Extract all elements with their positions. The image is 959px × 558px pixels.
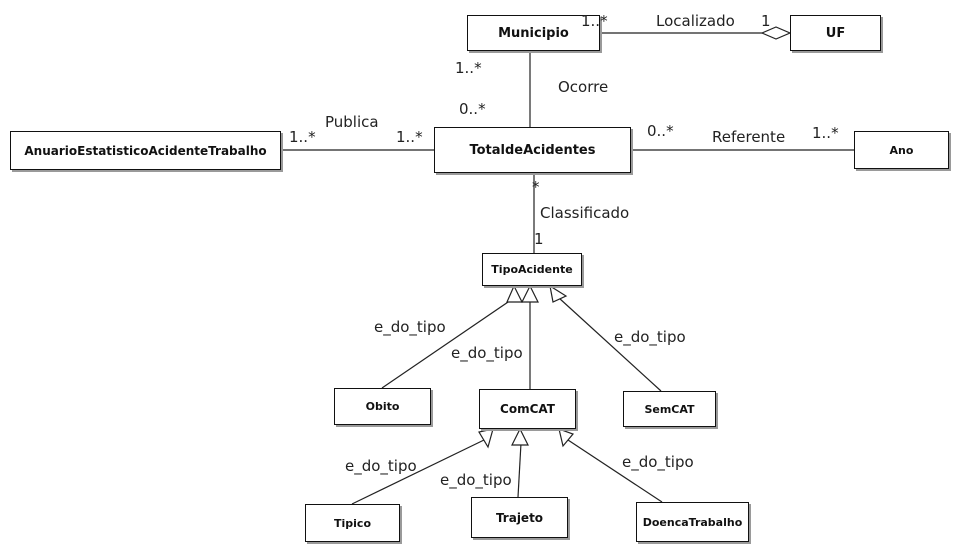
class-tipoacidente[interactable]: TipoAcidente bbox=[482, 253, 582, 286]
class-totaldeacidentes[interactable]: TotaldeAcidentes bbox=[434, 127, 631, 173]
generalization-line-doencatrabalho bbox=[567, 439, 663, 503]
class-doencatrabalho[interactable]: DoencaTrabalho bbox=[636, 502, 749, 542]
generalization-line-obito bbox=[381, 297, 515, 389]
class-anuarioestatisticoacidentetrabalho[interactable]: AnuarioEstatisticoAcidenteTrabalho bbox=[10, 131, 281, 170]
generalization-label: e_do_tipo bbox=[451, 344, 523, 362]
generalization-line-tipico bbox=[351, 439, 485, 505]
class-trajeto[interactable]: Trajeto bbox=[471, 497, 568, 538]
multiplicity-label: 1..* bbox=[455, 59, 482, 77]
multiplicity-label: 1..* bbox=[812, 124, 839, 142]
multiplicity-label: 1..* bbox=[396, 128, 423, 146]
multiplicity-label: * bbox=[532, 178, 540, 196]
association-name-label: Classificado bbox=[540, 204, 630, 222]
class-comcat[interactable]: ComCAT bbox=[479, 389, 576, 429]
generalization-line-semcat bbox=[558, 297, 662, 392]
association-name-label: Referente bbox=[712, 128, 786, 146]
inheritance-arrow-icon bbox=[549, 284, 568, 303]
inheritance-arrow-icon bbox=[521, 284, 539, 303]
association-name-label: Localizado bbox=[656, 12, 735, 30]
generalization-line-trajeto bbox=[517, 442, 522, 498]
class-ano[interactable]: Ano bbox=[854, 131, 949, 169]
generalization-label: e_do_tipo bbox=[622, 453, 694, 471]
multiplicity-label: 0..* bbox=[647, 122, 674, 140]
association-name-label: Ocorre bbox=[558, 78, 609, 96]
class-uf[interactable]: UF bbox=[790, 15, 881, 51]
inheritance-arrow-icon bbox=[506, 284, 523, 303]
class-semcat[interactable]: SemCAT bbox=[623, 391, 716, 427]
generalization-label: e_do_tipo bbox=[440, 471, 512, 489]
class-municipio[interactable]: Municipio bbox=[467, 15, 600, 51]
multiplicity-label: 1..* bbox=[581, 12, 608, 30]
generalization-label: e_do_tipo bbox=[614, 328, 686, 346]
multiplicity-label: 1 bbox=[761, 12, 771, 30]
class-tipico[interactable]: Tipico bbox=[305, 504, 400, 542]
multiplicity-label: 1 bbox=[534, 230, 544, 248]
inheritance-arrow-icon bbox=[558, 428, 575, 448]
inheritance-arrow-icon bbox=[478, 428, 494, 449]
generalization-label: e_do_tipo bbox=[345, 457, 417, 475]
association-name-label: Publica bbox=[325, 113, 379, 131]
class-obito[interactable]: Obito bbox=[334, 388, 431, 425]
generalization-label: e_do_tipo bbox=[374, 318, 446, 336]
multiplicity-label: 0..* bbox=[459, 100, 486, 118]
inheritance-arrow-icon bbox=[511, 427, 529, 446]
multiplicity-label: 1..* bbox=[289, 128, 316, 146]
